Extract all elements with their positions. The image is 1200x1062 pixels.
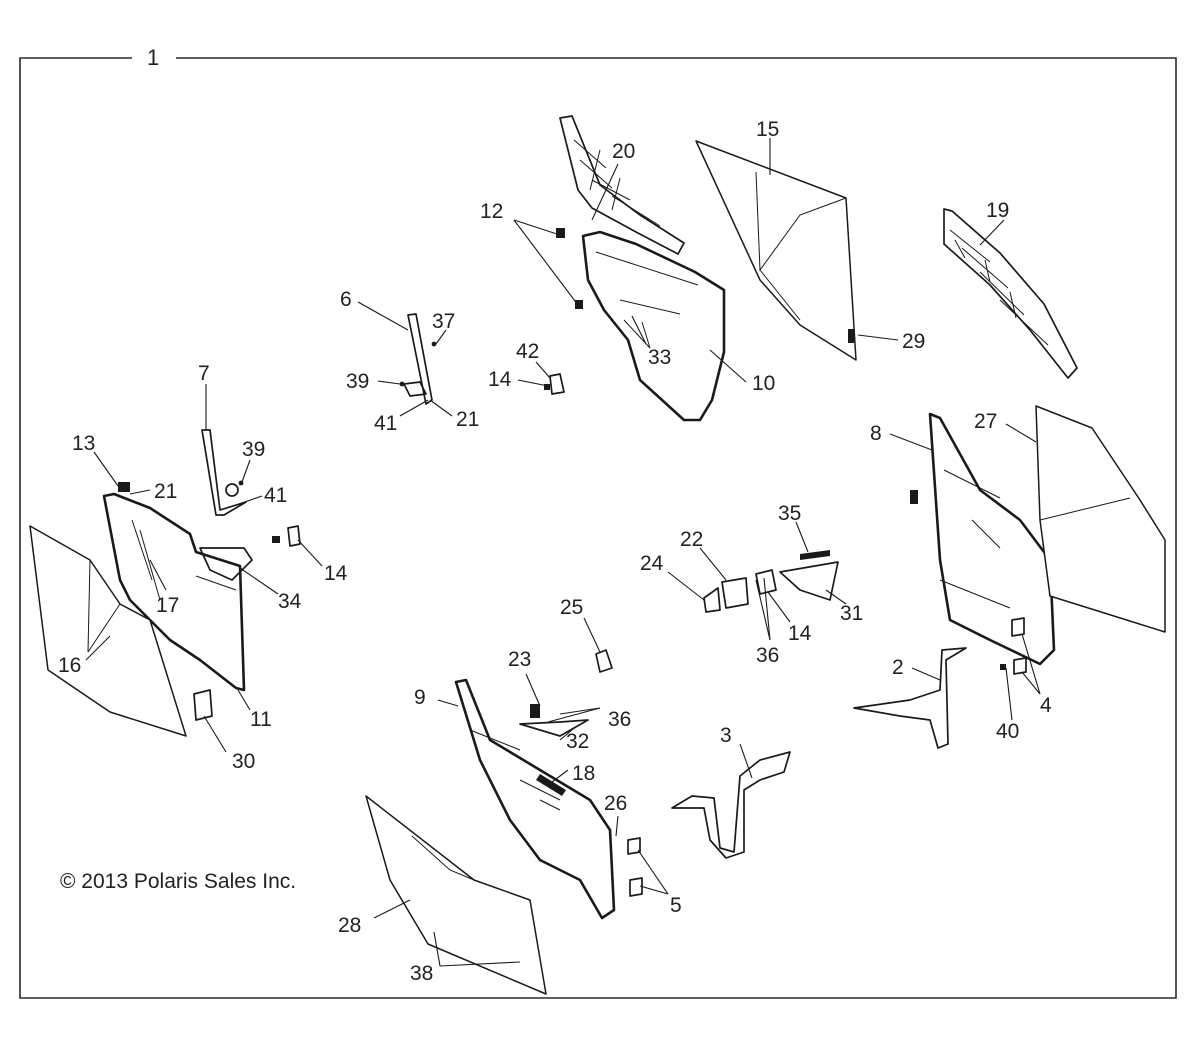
callout-9: 9 [414, 686, 426, 709]
callout-41-upper: 41 [374, 412, 397, 435]
callout-15: 15 [756, 118, 779, 141]
part-7-latch-rod [201, 429, 247, 516]
callout-40: 40 [996, 720, 1019, 743]
callout-13: 13 [72, 432, 95, 455]
part-19-net [943, 208, 1078, 379]
part-6-latch-bracket [399, 313, 437, 405]
callout-labels: 20 15 19 12 33 10 29 6 37 39 41 21 42 14… [58, 118, 1052, 985]
callout-5: 5 [670, 894, 682, 917]
part-34-guard [199, 547, 253, 581]
callout-29: 29 [902, 330, 925, 353]
callout-32: 32 [566, 730, 589, 753]
callout-39-left: 39 [242, 438, 265, 461]
callout-14-upper: 14 [488, 368, 512, 391]
part-32-guard [519, 719, 589, 796]
part-20-net [559, 115, 685, 255]
callout-21-upper: 21 [456, 408, 479, 431]
diagram-frame: 1 [19, 45, 1177, 999]
callout-3: 3 [720, 724, 732, 747]
callout-35: 35 [778, 502, 801, 525]
callout-33: 33 [648, 346, 671, 369]
callout-4: 4 [1040, 694, 1052, 717]
callout-14-left: 14 [324, 562, 348, 585]
part-30-hinge [193, 689, 213, 721]
part-3-latch-rod [671, 751, 791, 859]
callout-8: 8 [870, 422, 882, 445]
callout-41-left: 41 [264, 484, 287, 507]
callout-30: 30 [232, 750, 255, 773]
part-25-bracket [595, 649, 613, 673]
callout-11: 11 [250, 708, 272, 731]
callout-27: 27 [974, 410, 997, 433]
part-5-hinge [627, 837, 643, 897]
part-10-door-frame [556, 228, 726, 422]
callout-2: 2 [892, 656, 904, 679]
callout-34: 34 [278, 590, 302, 613]
part-4-hinge [1000, 617, 1027, 675]
callout-36-lower: 36 [608, 708, 631, 731]
part-14-striker-left [272, 525, 301, 547]
callout-17: 17 [156, 594, 179, 617]
callout-25: 25 [560, 596, 583, 619]
part-15-door-panel [695, 140, 857, 361]
callout-12: 12 [480, 200, 503, 223]
part-2-latch-rod [853, 647, 967, 749]
callout-28: 28 [338, 914, 361, 937]
callout-10: 10 [752, 372, 775, 395]
callout-36-center: 36 [756, 644, 779, 667]
part-14-striker [544, 373, 565, 395]
assembly-number: 1 [147, 45, 159, 70]
callout-38: 38 [410, 962, 433, 985]
part-22-latch [703, 550, 839, 613]
part-11-door-frame [102, 482, 246, 692]
callout-37: 37 [432, 310, 455, 333]
callout-24: 24 [640, 552, 664, 575]
callout-22: 22 [680, 528, 703, 551]
callout-6: 6 [340, 288, 352, 311]
part-16-door-panel [29, 525, 187, 737]
part-28-door-panel [365, 795, 547, 995]
callout-26: 26 [604, 792, 627, 815]
callout-20: 20 [612, 140, 635, 163]
callout-14-center: 14 [788, 622, 812, 645]
callout-16: 16 [58, 654, 81, 677]
callout-39-upper: 39 [346, 370, 369, 393]
callout-31: 31 [840, 602, 863, 625]
callout-leaders [85, 138, 1041, 967]
callout-42: 42 [516, 340, 539, 363]
part-27-door-panel [1035, 405, 1166, 633]
part-8-door-frame [910, 412, 1056, 666]
callout-18: 18 [572, 762, 595, 785]
callout-21-left: 21 [154, 480, 177, 503]
callout-23: 23 [508, 648, 531, 671]
copyright-notice: © 2013 Polaris Sales Inc. [60, 870, 296, 893]
part-9-door-frame [454, 678, 616, 920]
callout-7: 7 [198, 362, 210, 385]
callout-19: 19 [986, 199, 1009, 222]
